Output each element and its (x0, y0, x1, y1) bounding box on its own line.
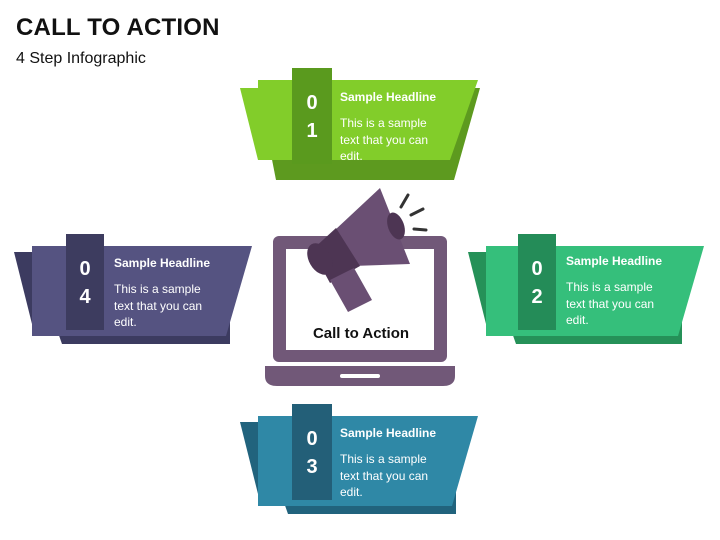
page-title: CALL TO ACTION (16, 14, 220, 41)
step-headline-04: Sample Headline (114, 256, 211, 270)
step-text-04: This is a sample text that you can edit. (114, 282, 203, 329)
step-text-02: This is a sample text that you can edit. (566, 280, 655, 327)
step-card-04: 0 4 Sample Headline This is a sample tex… (14, 234, 254, 346)
step-card-04-shape (14, 234, 252, 344)
page-subtitle: 4 Step Infographic (16, 50, 146, 67)
step-number-01-digit1: 0 (306, 92, 318, 114)
step-text-03: This is a sample text that you can edit. (340, 452, 429, 499)
step-text-01: This is a sample text that you can edit. (340, 116, 429, 163)
step-card-02: 0 2 Sample Headline This is a sample tex… (468, 234, 708, 346)
step-number-03-digit2: 3 (306, 456, 318, 478)
step-card-03-shape (240, 404, 478, 514)
step-number-04-digit1: 0 (79, 258, 91, 280)
step-card-01: 0 1 Sample Headline This is a sample tex… (240, 68, 480, 180)
step-number-02-digit2: 2 (531, 286, 543, 308)
step-number-03-digit1: 0 (306, 428, 318, 450)
step-number-02-digit1: 0 (531, 258, 543, 280)
step-number-01-digit2: 1 (306, 120, 318, 142)
step-headline-01: Sample Headline (340, 90, 437, 104)
step-card-02-shape (468, 234, 704, 344)
step-number-04-digit2: 4 (79, 286, 91, 308)
step-headline-02: Sample Headline (566, 254, 663, 268)
step-headline-03: Sample Headline (340, 426, 437, 440)
step-card-03: 0 3 Sample Headline This is a sample tex… (240, 404, 480, 516)
step-card-01-shape (240, 68, 480, 180)
center-label: Call to Action (312, 325, 410, 342)
